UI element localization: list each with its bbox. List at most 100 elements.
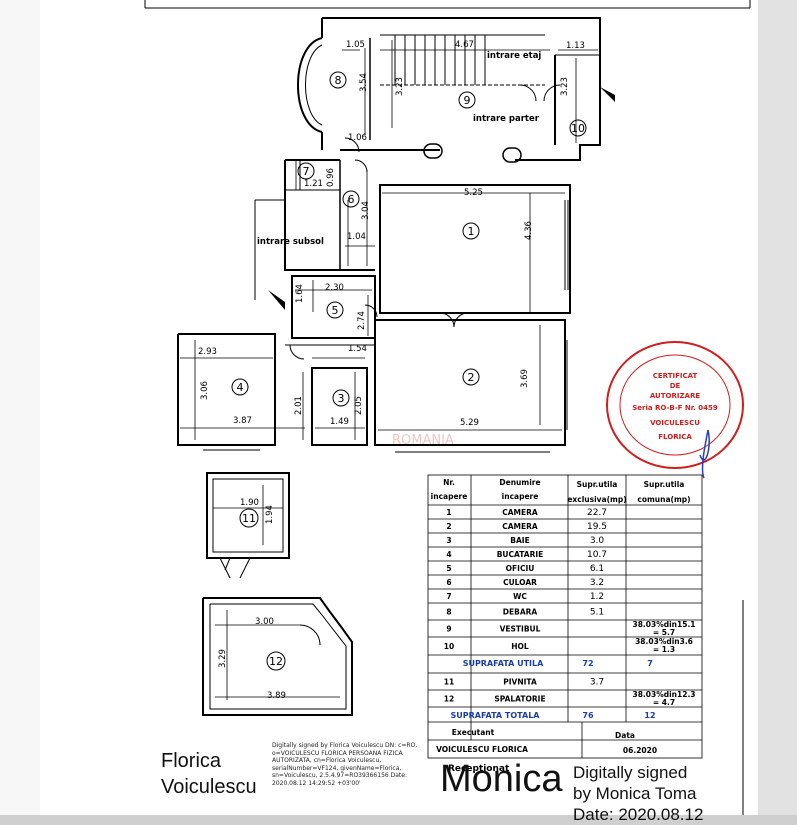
table-cell-name-12: SPALATORIE — [494, 695, 545, 704]
table-cell-name-2: CAMERA — [502, 522, 538, 531]
dim-2-30: 2.30 — [325, 283, 344, 293]
dim-3-69: 3.69 — [520, 369, 530, 388]
ground-floor-plan — [177, 17, 615, 453]
th-excl-1: Supr.utila — [577, 480, 618, 489]
th-den-2: incapere — [502, 492, 539, 501]
dim-1-13: 1.13 — [566, 41, 585, 51]
room-number-7: 7 — [303, 165, 310, 178]
table-cell-name-5: OFICIU — [506, 564, 535, 573]
dim-2-05: 2.05 — [354, 396, 364, 415]
signature-2-details: Digitally signed by Monica Toma Date: 20… — [573, 762, 703, 825]
document-sheet: 1 2 3 4 5 6 7 8 9 10 11 12 intrare etaj … — [40, 0, 758, 815]
dim-3-00: 3.00 — [255, 617, 274, 627]
signature-1-first-name: Florica — [161, 750, 222, 772]
utila-excl: 72 — [582, 659, 593, 668]
laundry-room-12 — [202, 597, 353, 716]
stamp-line-6: FLORICA — [658, 433, 692, 441]
utila-label: SUPRAFATA UTILA — [463, 659, 544, 668]
table-cell-nr-9: 9 — [446, 625, 451, 634]
totala-label: SUPRAFATA TOTALA — [451, 711, 541, 720]
receptionat-label: Receptionat — [448, 764, 510, 774]
dim-3-23-a: 3.23 — [395, 77, 405, 96]
stamp-line-5: VOICULESCU — [650, 419, 700, 427]
table-cell-name-11: PIVNITA — [503, 678, 537, 687]
th-nr-1: Nr. — [443, 478, 455, 487]
dim-1-94: 1.94 — [265, 505, 275, 524]
dim-2-01: 2.01 — [294, 396, 304, 415]
scan-right-margin — [758, 0, 797, 815]
room-number-2: 2 — [468, 371, 475, 384]
room-number-10: 10 — [571, 122, 585, 135]
room-number-5: 5 — [332, 304, 339, 317]
table-cell-com-12: 38.03%din12.3 — [632, 690, 695, 699]
stamp-line-3: AUTORIZARE — [650, 392, 700, 400]
stamp-line-4: Seria RO-B-F Nr. 0459 — [632, 404, 718, 412]
dim-3-87: 3.87 — [233, 416, 252, 426]
table-cell-nr-11: 11 — [444, 678, 454, 687]
table-cell-excl-1: 22.7 — [587, 508, 607, 518]
utila-com: 7 — [647, 659, 653, 668]
table-cell-excl-7: 1.2 — [590, 592, 604, 602]
signature-1-name: Florica Voiculescu — [161, 748, 257, 800]
room-number-9: 9 — [464, 94, 471, 107]
th-com-1: Supr.utila — [644, 480, 685, 489]
table-cell-excl-6: 3.2 — [590, 578, 604, 588]
dim-3-29: 3.29 — [218, 649, 228, 668]
dim-5-29: 5.29 — [460, 418, 479, 428]
table-cell-com2-10: = 1.3 — [653, 645, 675, 654]
th-nr-2: incapere — [431, 492, 468, 501]
watermark-text: ROMANIA — [392, 433, 454, 448]
table-cell-nr-2: 2 — [446, 522, 451, 531]
table-cell-nr-7: 7 — [446, 592, 451, 601]
dim-1-06: 1.06 — [348, 133, 367, 143]
room-number-11: 11 — [242, 512, 256, 525]
table-cell-nr-3: 3 — [446, 536, 451, 545]
room-number-4: 4 — [237, 381, 244, 394]
table-cell-com-10: 38.03%din3.6 — [635, 637, 693, 646]
table-cell-nr-10: 10 — [444, 642, 454, 651]
signature-1-details: Digitally signed by Florica Voiculescu D… — [272, 742, 418, 787]
data-label: Data — [615, 731, 635, 740]
table-cell-name-3: BAIE — [510, 536, 529, 545]
table-cell-nr-8: 8 — [446, 608, 451, 617]
table-cell-excl-8: 5.1 — [590, 608, 604, 618]
table-cell-nr-5: 5 — [446, 564, 451, 573]
table-cell-name-8: DEBARA — [503, 608, 538, 617]
totala-excl: 76 — [582, 711, 594, 720]
table-cell-com-9: 38.03%din15.1 — [632, 620, 695, 629]
table-cell-excl-3: 3.0 — [590, 536, 605, 546]
stamp-line-2: DE — [670, 382, 681, 390]
table-cell-name-9: VESTIBUL — [500, 625, 541, 634]
table-cell-name-10: HOL — [511, 642, 529, 651]
dim-3-04: 3.04 — [361, 201, 371, 220]
room-number-6: 6 — [348, 193, 355, 206]
dim-4-67: 4.67 — [455, 40, 474, 50]
dim-1-04: 1.04 — [347, 232, 366, 242]
th-com-2: comuna(mp) — [637, 495, 690, 504]
signature-2-name: Monica — [440, 758, 563, 800]
area-table: Nr. incapere Denumire incapere Supr.util… — [427, 474, 703, 759]
table-cell-excl-5: 6.1 — [590, 564, 604, 574]
executant-date: 06.2020 — [623, 746, 657, 755]
room-number-1: 1 — [468, 225, 475, 238]
table-cell-nr-1: 1 — [446, 508, 451, 517]
table-cell-name-7: WC — [513, 592, 527, 601]
cellar-room-11 — [206, 472, 290, 579]
dim-1-21: 1.21 — [304, 179, 323, 189]
room-number-3: 3 — [338, 392, 345, 405]
th-excl-2: exclusiva(mp) — [567, 495, 626, 504]
dim-4-36: 4.36 — [524, 221, 534, 240]
table-cell-nr-6: 6 — [446, 578, 451, 587]
dim-1-54: 1.54 — [348, 344, 367, 354]
room-number-8: 8 — [335, 74, 342, 87]
table-cell-excl-11: 3.7 — [590, 678, 604, 688]
table-cell-nr-4: 4 — [446, 550, 451, 559]
label-intrare-subsol: intrare subsol — [257, 237, 324, 247]
dim-1-64: 1.64 — [295, 284, 305, 303]
executant-label: Executant — [452, 728, 495, 737]
signature-2-line-2: by Monica Toma — [573, 784, 697, 803]
dim-1-05: 1.05 — [346, 40, 365, 50]
table-cell-excl-4: 10.7 — [587, 550, 607, 560]
label-intrare-etaj: intrare etaj — [487, 51, 541, 61]
totala-com: 12 — [644, 711, 655, 720]
